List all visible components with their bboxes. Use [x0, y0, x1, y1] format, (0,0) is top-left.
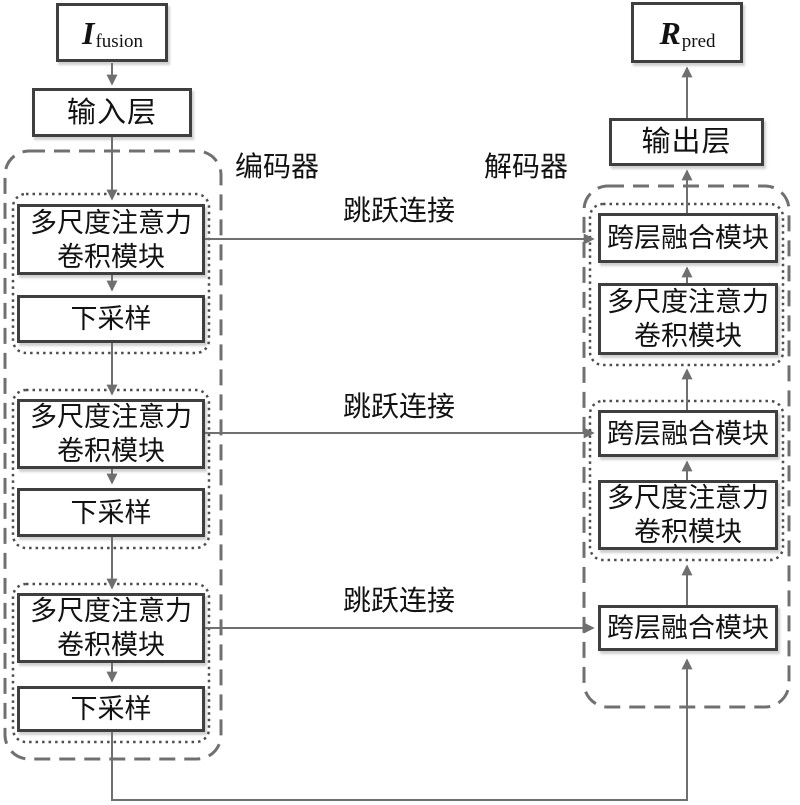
skip-connection-label-1: 跳跃连接 [343, 196, 456, 227]
decoder-fusion-box-2: 跨层融合模块 [598, 410, 778, 457]
input-layer-box: 输入层 [32, 88, 192, 137]
input-image-symbol: I [82, 14, 95, 51]
output-image-subscript: pred [681, 31, 716, 52]
skip-connection-label-2: 跳跃连接 [343, 392, 456, 423]
decoder-msacm-box-2: 多尺度注意力卷积模块 [598, 480, 778, 550]
encoder-downsample-box-1: 下采样 [17, 295, 205, 343]
encoder-msacm-box-3: 多尺度注意力卷积模块 [17, 593, 205, 663]
decoder-label: 解码器 [484, 152, 569, 183]
decoder-fusion-box-1: 跨层融合模块 [598, 213, 778, 263]
encoder-msacm-box-1: 多尺度注意力卷积模块 [17, 204, 205, 275]
skip-connection-label-3: 跳跃连接 [343, 586, 456, 617]
skip-connection-arrows [205, 233, 595, 634]
encoder-label: 编码器 [235, 152, 320, 183]
decoder-block-outlines [588, 202, 785, 562]
decoder-fusion-box-3: 跨层融合模块 [598, 605, 778, 651]
decoder-msacm-box-1: 多尺度注意力卷积模块 [598, 283, 778, 355]
output-image-symbol: R [659, 14, 681, 51]
input-image-subscript: fusion [95, 31, 143, 52]
encoder-downsample-box-3: 下采样 [17, 686, 205, 732]
output-layer-box: 输出层 [609, 118, 764, 166]
bottleneck-connector-arrow [111, 658, 693, 801]
encoder-downsample-box-2: 下采样 [17, 488, 205, 537]
encoder-msacm-box-2: 多尺度注意力卷积模块 [17, 399, 205, 469]
